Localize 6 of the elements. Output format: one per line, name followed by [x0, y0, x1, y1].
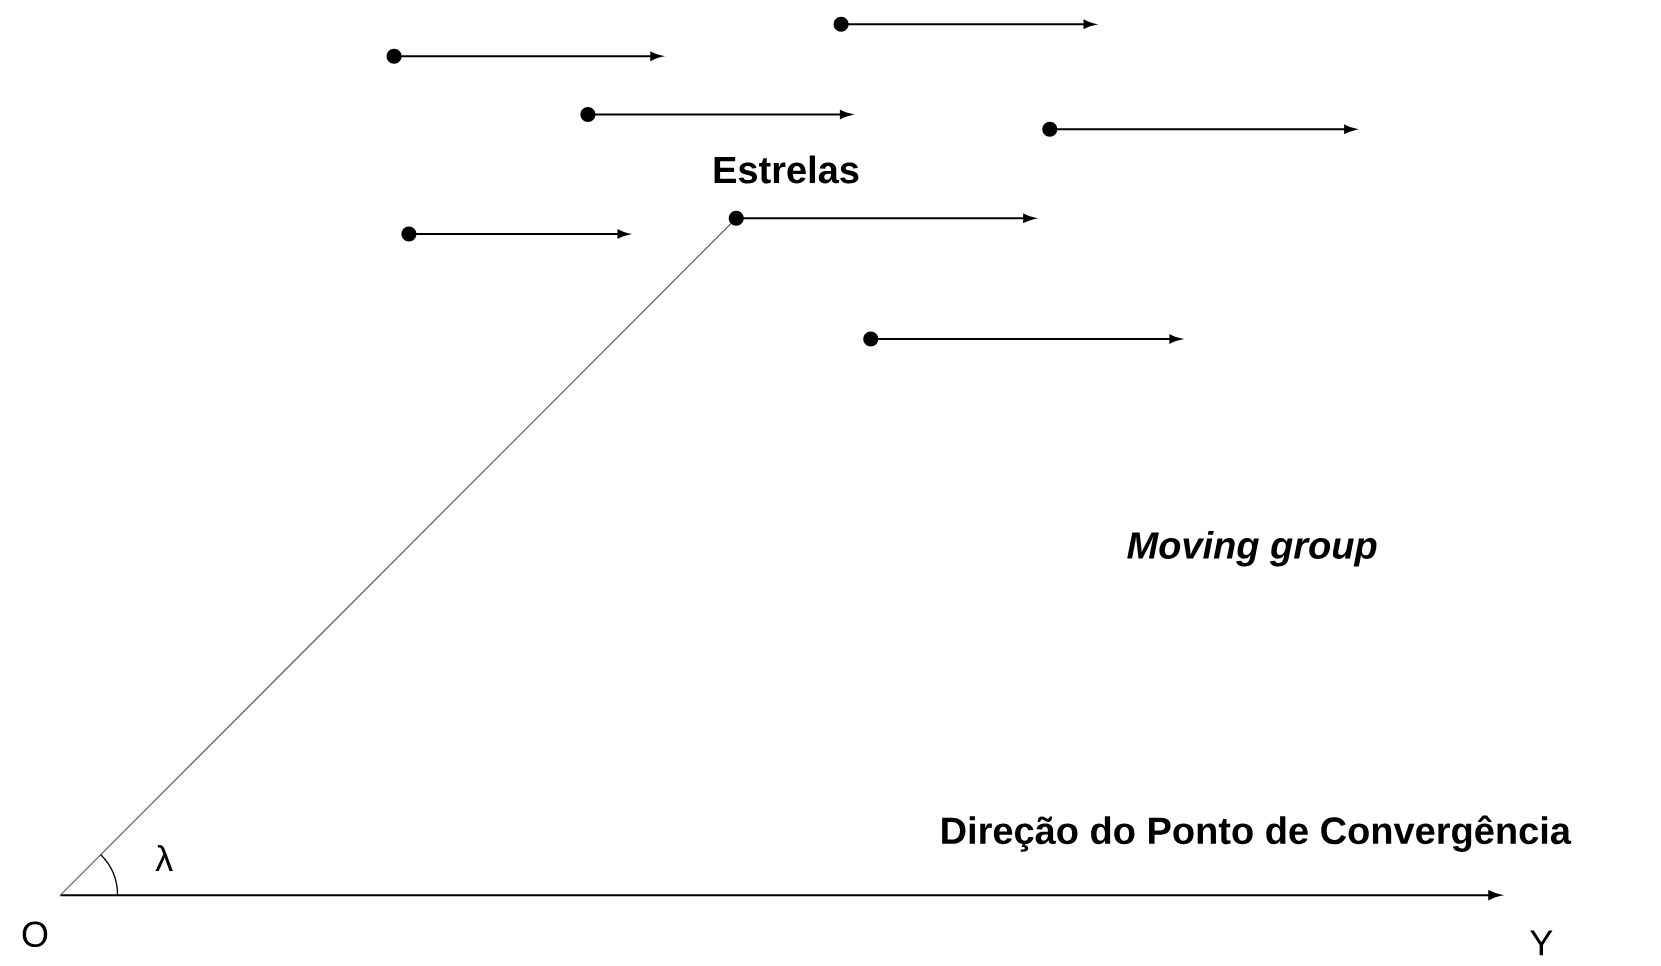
star-label: Estrelas: [714, 155, 859, 184]
origin-label: O: [22, 921, 48, 948]
direction-label: Direção do Ponto de Convergência: [942, 815, 1572, 852]
group-label: Moving group: [1127, 531, 1377, 567]
axis-label: Y: [1530, 930, 1553, 956]
angle-label: λ: [155, 845, 173, 872]
